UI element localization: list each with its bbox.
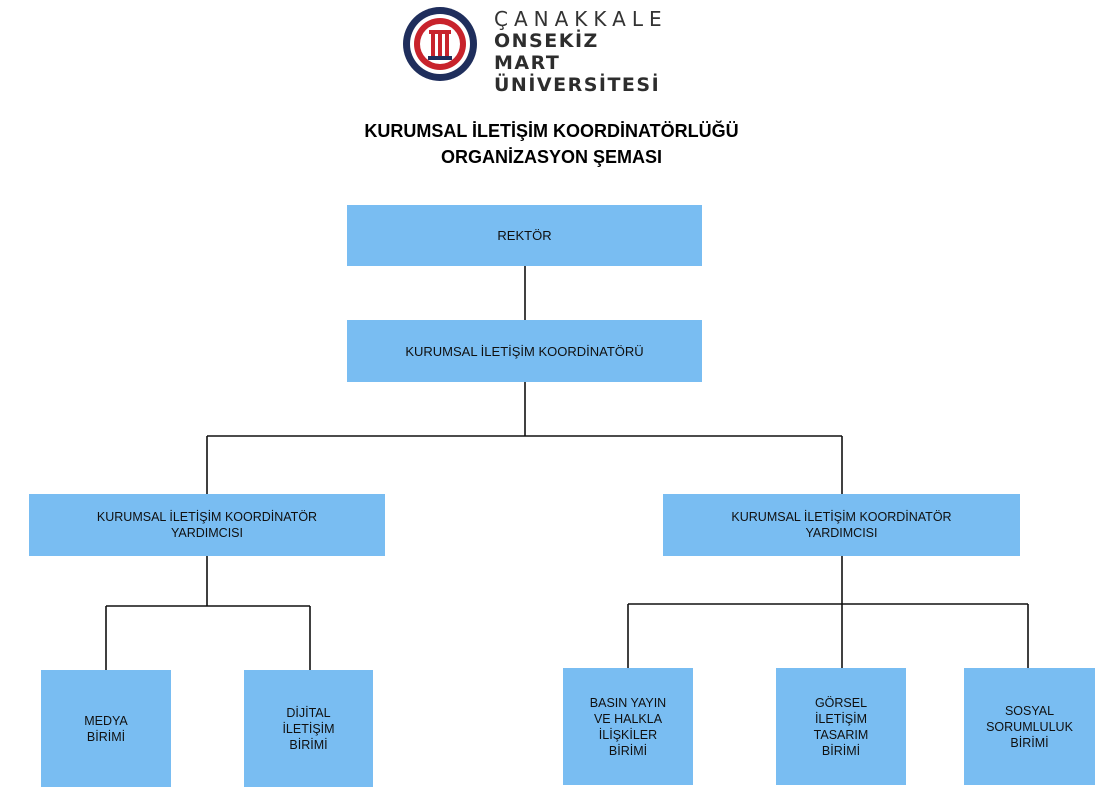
chart-title-line2: ORGANİZASYON ŞEMASI — [440, 147, 663, 167]
box-coordinator: KURUMSAL İLETİŞİM KOORDİNATÖRÜ — [347, 320, 702, 382]
university-logo: ÇANAKKALE ONSEKİZ MART ÜNİVERSİTESİ — [402, 6, 672, 96]
chart-title: KURUMSAL İLETİŞİM KOORDİNATÖRLÜĞÜ ORGANİ… — [0, 118, 1103, 170]
box-rector: REKTÖR — [347, 205, 702, 266]
box-visual-unit: GÖRSEL İLETİŞİM TASARIM BİRİMİ — [776, 668, 906, 785]
box-media-unit: MEDYA BİRİMİ — [41, 670, 171, 787]
box-social-unit: SOSYAL SORUMLULUK BİRİMİ — [964, 668, 1095, 785]
box-digital-unit: DİJİTAL İLETİŞİM BİRİMİ — [244, 670, 373, 787]
university-name: ÇANAKKALE ONSEKİZ MART ÜNİVERSİTESİ — [494, 8, 672, 96]
university-name-line1: ÇANAKKALE — [494, 7, 668, 31]
box-assistant-left: KURUMSAL İLETİŞİM KOORDİNATÖR YARDIMCISI — [29, 494, 385, 556]
university-name-line2: ONSEKİZ MART — [494, 30, 599, 74]
box-press-unit: BASIN YAYIN VE HALKLA İLİŞKİLER BİRİMİ — [563, 668, 693, 785]
university-seal-icon — [403, 7, 477, 81]
box-assistant-right: KURUMSAL İLETİŞİM KOORDİNATÖR YARDIMCISI — [663, 494, 1020, 556]
university-name-line3: ÜNİVERSİTESİ — [494, 74, 661, 96]
chart-title-line1: KURUMSAL İLETİŞİM KOORDİNATÖRLÜĞÜ — [364, 121, 739, 141]
